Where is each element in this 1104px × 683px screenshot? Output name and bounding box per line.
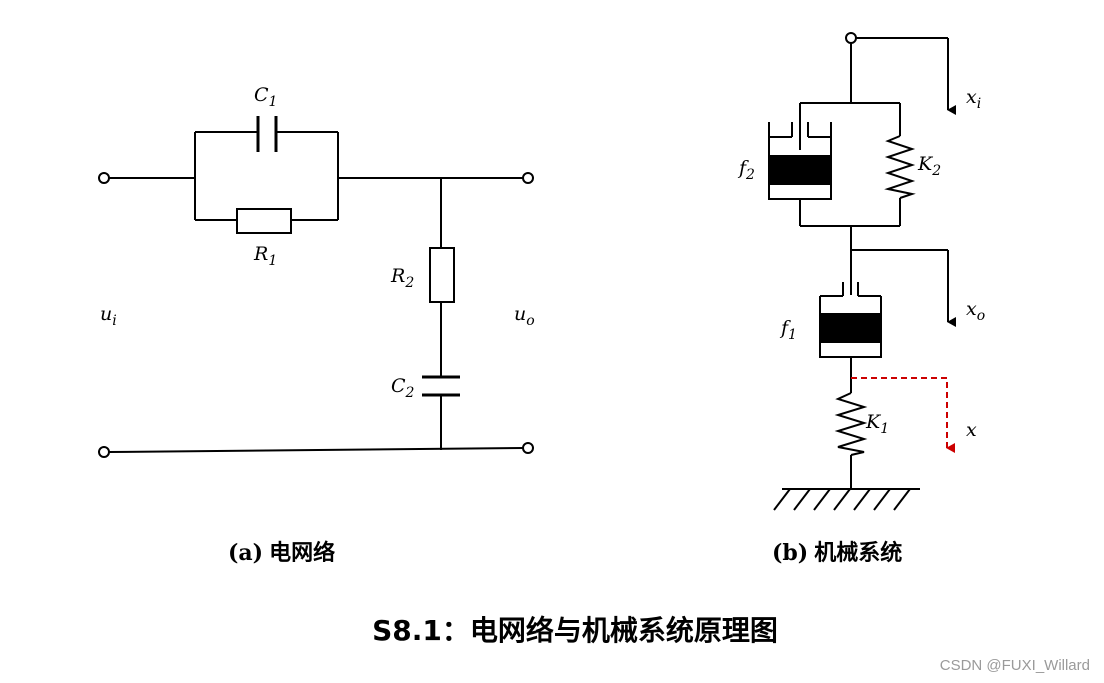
- output-terminal-bottom: [522, 442, 534, 454]
- input-terminal-top: [98, 172, 110, 184]
- mechanical-b: f2 K2 f1 K1 xi xo x (b)机械系统: [737, 32, 985, 566]
- label-r2: R2: [390, 265, 414, 291]
- label-c2: C2: [391, 375, 415, 401]
- parallel-frame: [194, 131, 339, 221]
- label-f1: f1: [779, 317, 797, 343]
- label-uo: uo: [514, 303, 535, 329]
- r1-resistor: [236, 208, 292, 234]
- label-k1: K1: [865, 411, 889, 437]
- label-ui: ui: [100, 303, 117, 329]
- input-terminal-bottom: [98, 446, 110, 458]
- label-r1: R1: [253, 243, 277, 269]
- caption-a: (a)电网络: [228, 540, 335, 566]
- f2-piston: [769, 155, 831, 185]
- figure-title: S8.1：电网络与机械系统原理图: [372, 614, 778, 647]
- label-xo: xo: [966, 298, 985, 324]
- ground-hatch: [773, 488, 911, 511]
- k2-spring: [884, 135, 916, 199]
- wire-bottom: [108, 447, 524, 453]
- k1-spring: [834, 392, 868, 456]
- f1-piston: [820, 313, 881, 343]
- output-terminal-top: [522, 172, 534, 184]
- x-dashed-arrow: [851, 377, 955, 453]
- label-c1: C1: [254, 84, 277, 110]
- label-k2: K2: [917, 153, 941, 179]
- r2-resistor: [429, 247, 455, 303]
- circuit-a: C1 R1 R2 C2 ui uo (a)电网络: [98, 84, 535, 566]
- watermark: CSDN @FUXI_Willard: [940, 657, 1090, 674]
- input-node: [845, 32, 857, 44]
- label-x: x: [966, 419, 977, 441]
- caption-b: (b)机械系统: [772, 540, 902, 566]
- label-f2: f2: [737, 157, 755, 183]
- label-xi: xi: [966, 86, 981, 112]
